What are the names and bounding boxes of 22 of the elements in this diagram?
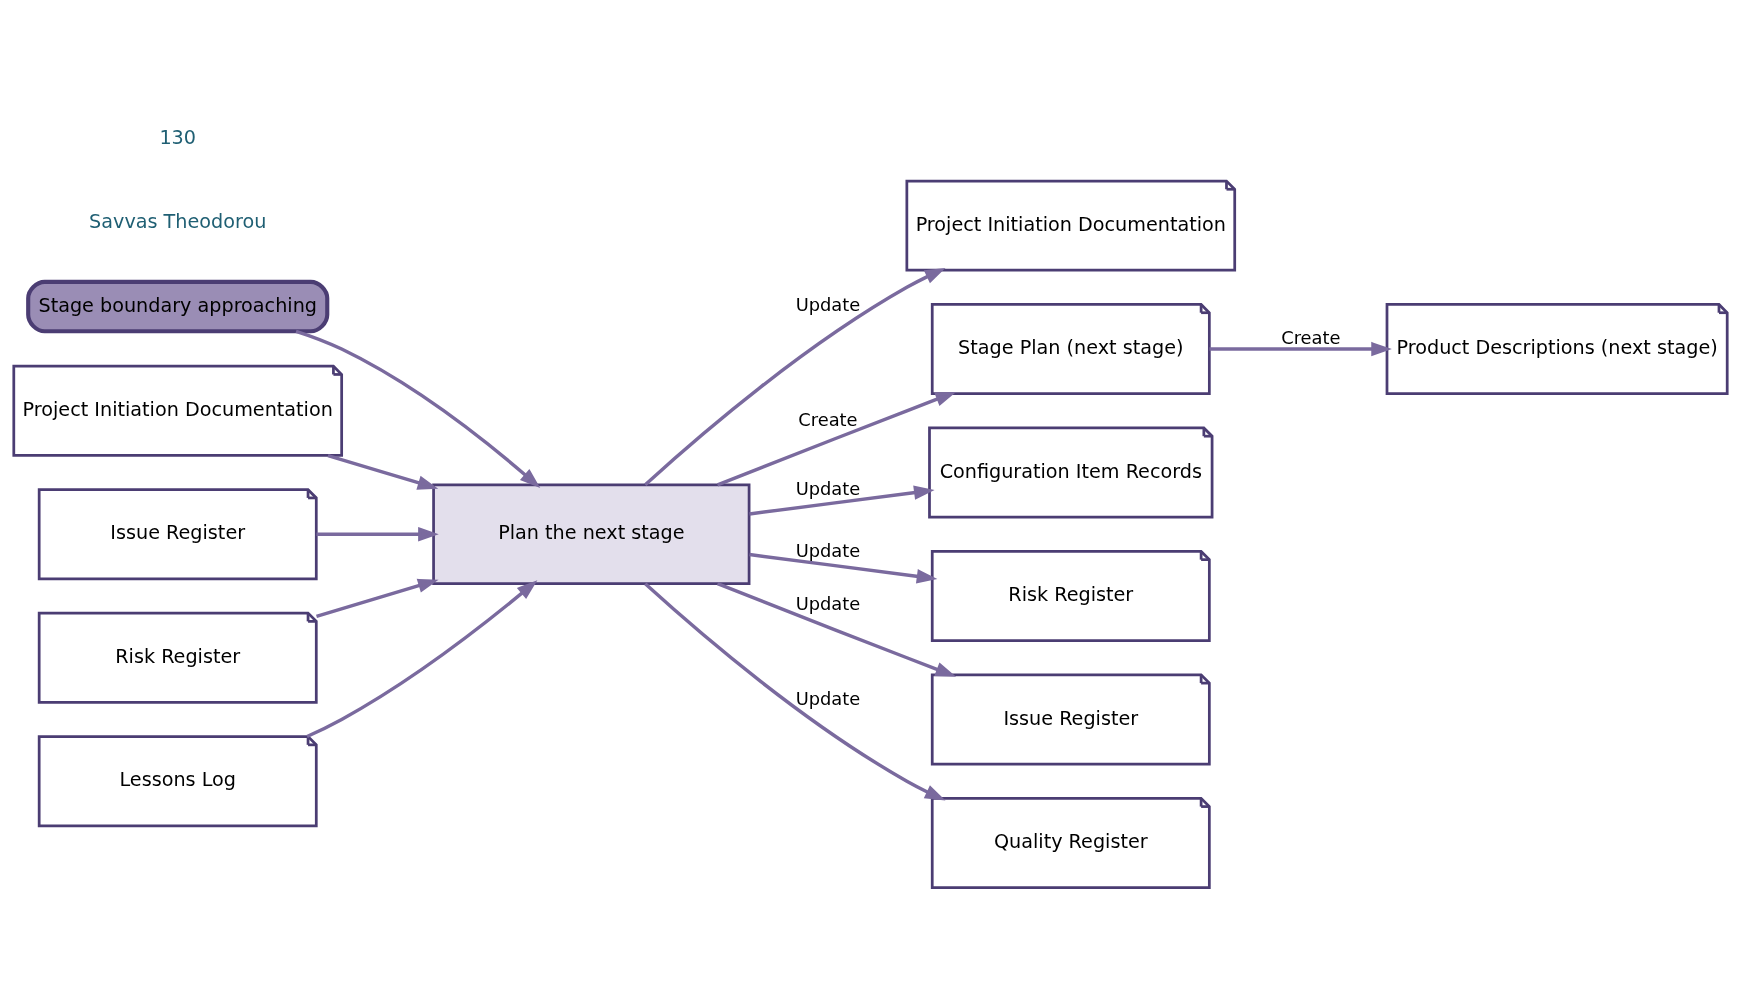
arrow (316, 578, 439, 619)
edge-label: Update (795, 539, 861, 561)
label: Savvas Theodorou (89, 209, 267, 233)
node-box: Stage boundary approaching (26, 279, 330, 334)
arrow (644, 582, 946, 801)
arrow (749, 552, 938, 584)
label: 130 (159, 126, 197, 150)
arrow (716, 582, 957, 677)
edge-label: Update (795, 478, 861, 500)
arrow (749, 485, 935, 516)
edge-label: Update (795, 687, 861, 709)
edge-label: Update (795, 294, 861, 316)
edge-label: Create (1281, 327, 1341, 349)
node-box: Plan the next stage (432, 483, 751, 585)
arrow (327, 453, 439, 490)
arrow (316, 527, 439, 542)
arrow (1209, 341, 1392, 357)
arrow (644, 268, 946, 486)
edge-label: Create (798, 409, 858, 431)
arrow (716, 391, 957, 487)
arrow (295, 329, 541, 488)
edge-label: Update (795, 593, 861, 615)
